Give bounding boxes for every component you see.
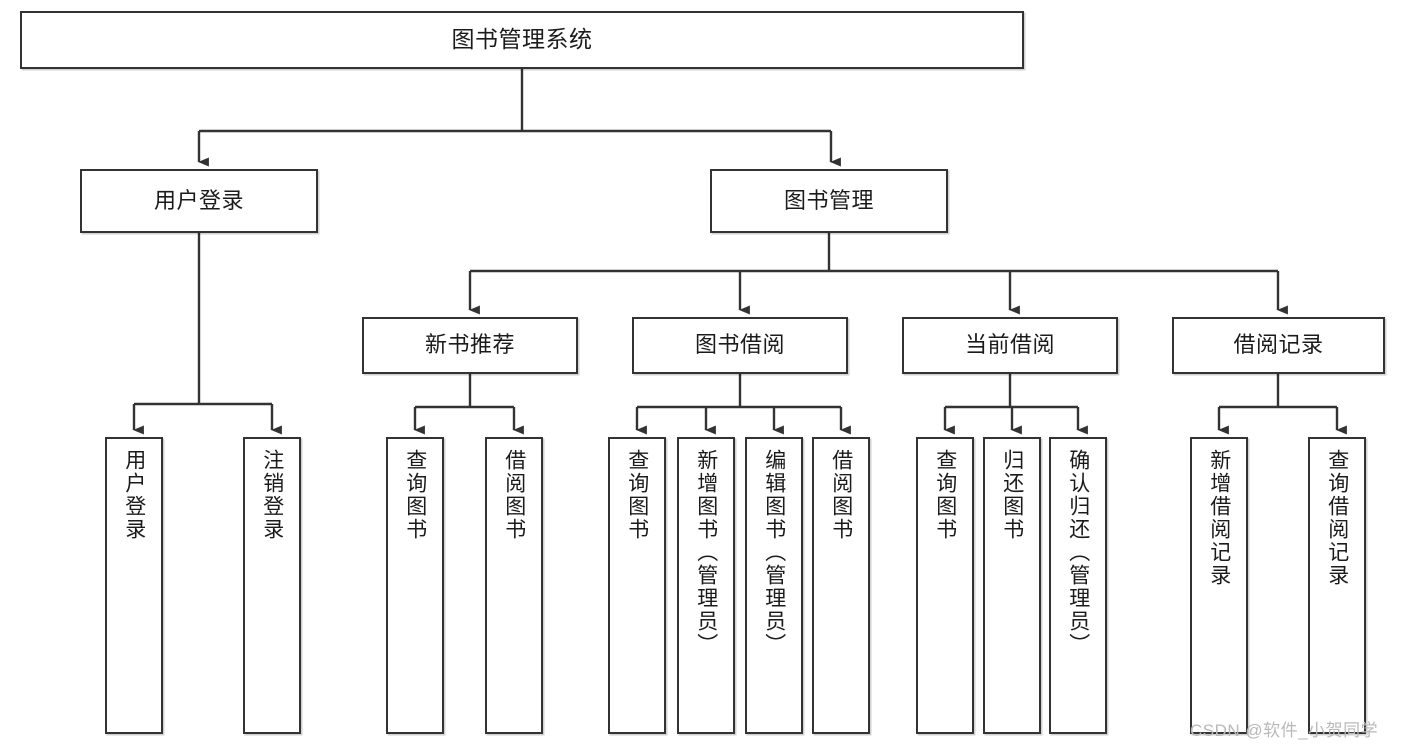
csdn-watermark: CSDN @软件_小贺同学 [1190, 721, 1379, 740]
node-current-borrow[interactable]: 当前借阅 [902, 317, 1118, 374]
node-leaf-user-logout[interactable]: 注销登录 [243, 437, 301, 734]
node-label: 编辑图书（管理员） [762, 449, 786, 656]
node-leaf-add-record[interactable]: 新增借阅记录 [1190, 437, 1248, 734]
node-label: 图书管理 [783, 187, 874, 213]
node-leaf-user-login[interactable]: 用户登录 [105, 437, 163, 734]
node-leaf-add-book[interactable]: 新增图书（管理员） [677, 437, 735, 734]
node-label: 注销登录 [260, 449, 284, 541]
node-leaf-query-book-2[interactable]: 查询图书 [608, 437, 666, 734]
node-label: 新增借阅记录 [1207, 449, 1231, 587]
node-label: 借阅记录 [1233, 332, 1324, 358]
node-label: 用户登录 [122, 449, 146, 541]
node-label: 确认归还（管理员） [1066, 449, 1090, 656]
node-user-login[interactable]: 用户登录 [80, 169, 318, 233]
node-leaf-borrow-book-2[interactable]: 借阅图书 [812, 437, 870, 734]
node-label: 归还图书 [1000, 449, 1024, 541]
node-root-system[interactable]: 图书管理系统 [20, 11, 1024, 69]
node-borrow-record[interactable]: 借阅记录 [1172, 317, 1385, 374]
node-label: 当前借阅 [964, 332, 1055, 358]
node-label: 用户登录 [153, 187, 244, 213]
node-leaf-query-book-1[interactable]: 查询图书 [386, 437, 444, 734]
node-label: 借阅图书 [829, 449, 853, 541]
node-leaf-confirm-return[interactable]: 确认归还（管理员） [1049, 437, 1107, 734]
node-leaf-query-record[interactable]: 查询借阅记录 [1308, 437, 1366, 734]
node-label: 新增图书（管理员） [694, 449, 718, 656]
node-label: 查询图书 [625, 449, 649, 541]
node-label: 查询图书 [933, 449, 957, 541]
node-label: 查询图书 [403, 449, 427, 541]
node-label: 图书借阅 [694, 332, 785, 358]
node-leaf-edit-book[interactable]: 编辑图书（管理员） [745, 437, 803, 734]
node-label: 新书推荐 [424, 332, 515, 358]
node-new-book-recommend[interactable]: 新书推荐 [362, 317, 578, 374]
node-leaf-return-book[interactable]: 归还图书 [983, 437, 1041, 734]
node-leaf-query-book-3[interactable]: 查询图书 [916, 437, 974, 734]
node-book-manage[interactable]: 图书管理 [710, 169, 948, 233]
node-leaf-borrow-book-1[interactable]: 借阅图书 [485, 437, 543, 734]
node-label: 查询借阅记录 [1325, 449, 1349, 587]
node-label: 借阅图书 [502, 449, 526, 541]
node-label: 图书管理系统 [451, 26, 593, 53]
node-book-borrow[interactable]: 图书借阅 [632, 317, 848, 374]
